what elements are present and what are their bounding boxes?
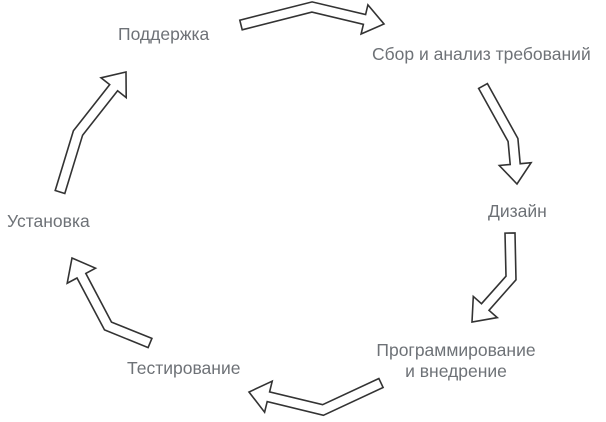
node-label-requirements: Сбор и анализ требований: [372, 44, 591, 64]
node-label-design: Дизайн: [488, 201, 547, 221]
arrow-support-to-requirements: [238, 1, 386, 36]
node-label-support: Поддержка: [118, 24, 210, 44]
arrow-testing-to-installation: [66, 256, 153, 349]
arrow-programming-to-testing: [247, 377, 385, 417]
arrow-design-to-programming: [471, 232, 517, 323]
node-label-installation: Установка: [7, 211, 90, 231]
node-label-programming: Программирование и внедрение: [376, 340, 536, 381]
arrow-installation-to-support: [54, 70, 128, 195]
arrow-requirements-to-design: [477, 82, 533, 186]
node-label-testing: Тестирование: [127, 358, 241, 378]
